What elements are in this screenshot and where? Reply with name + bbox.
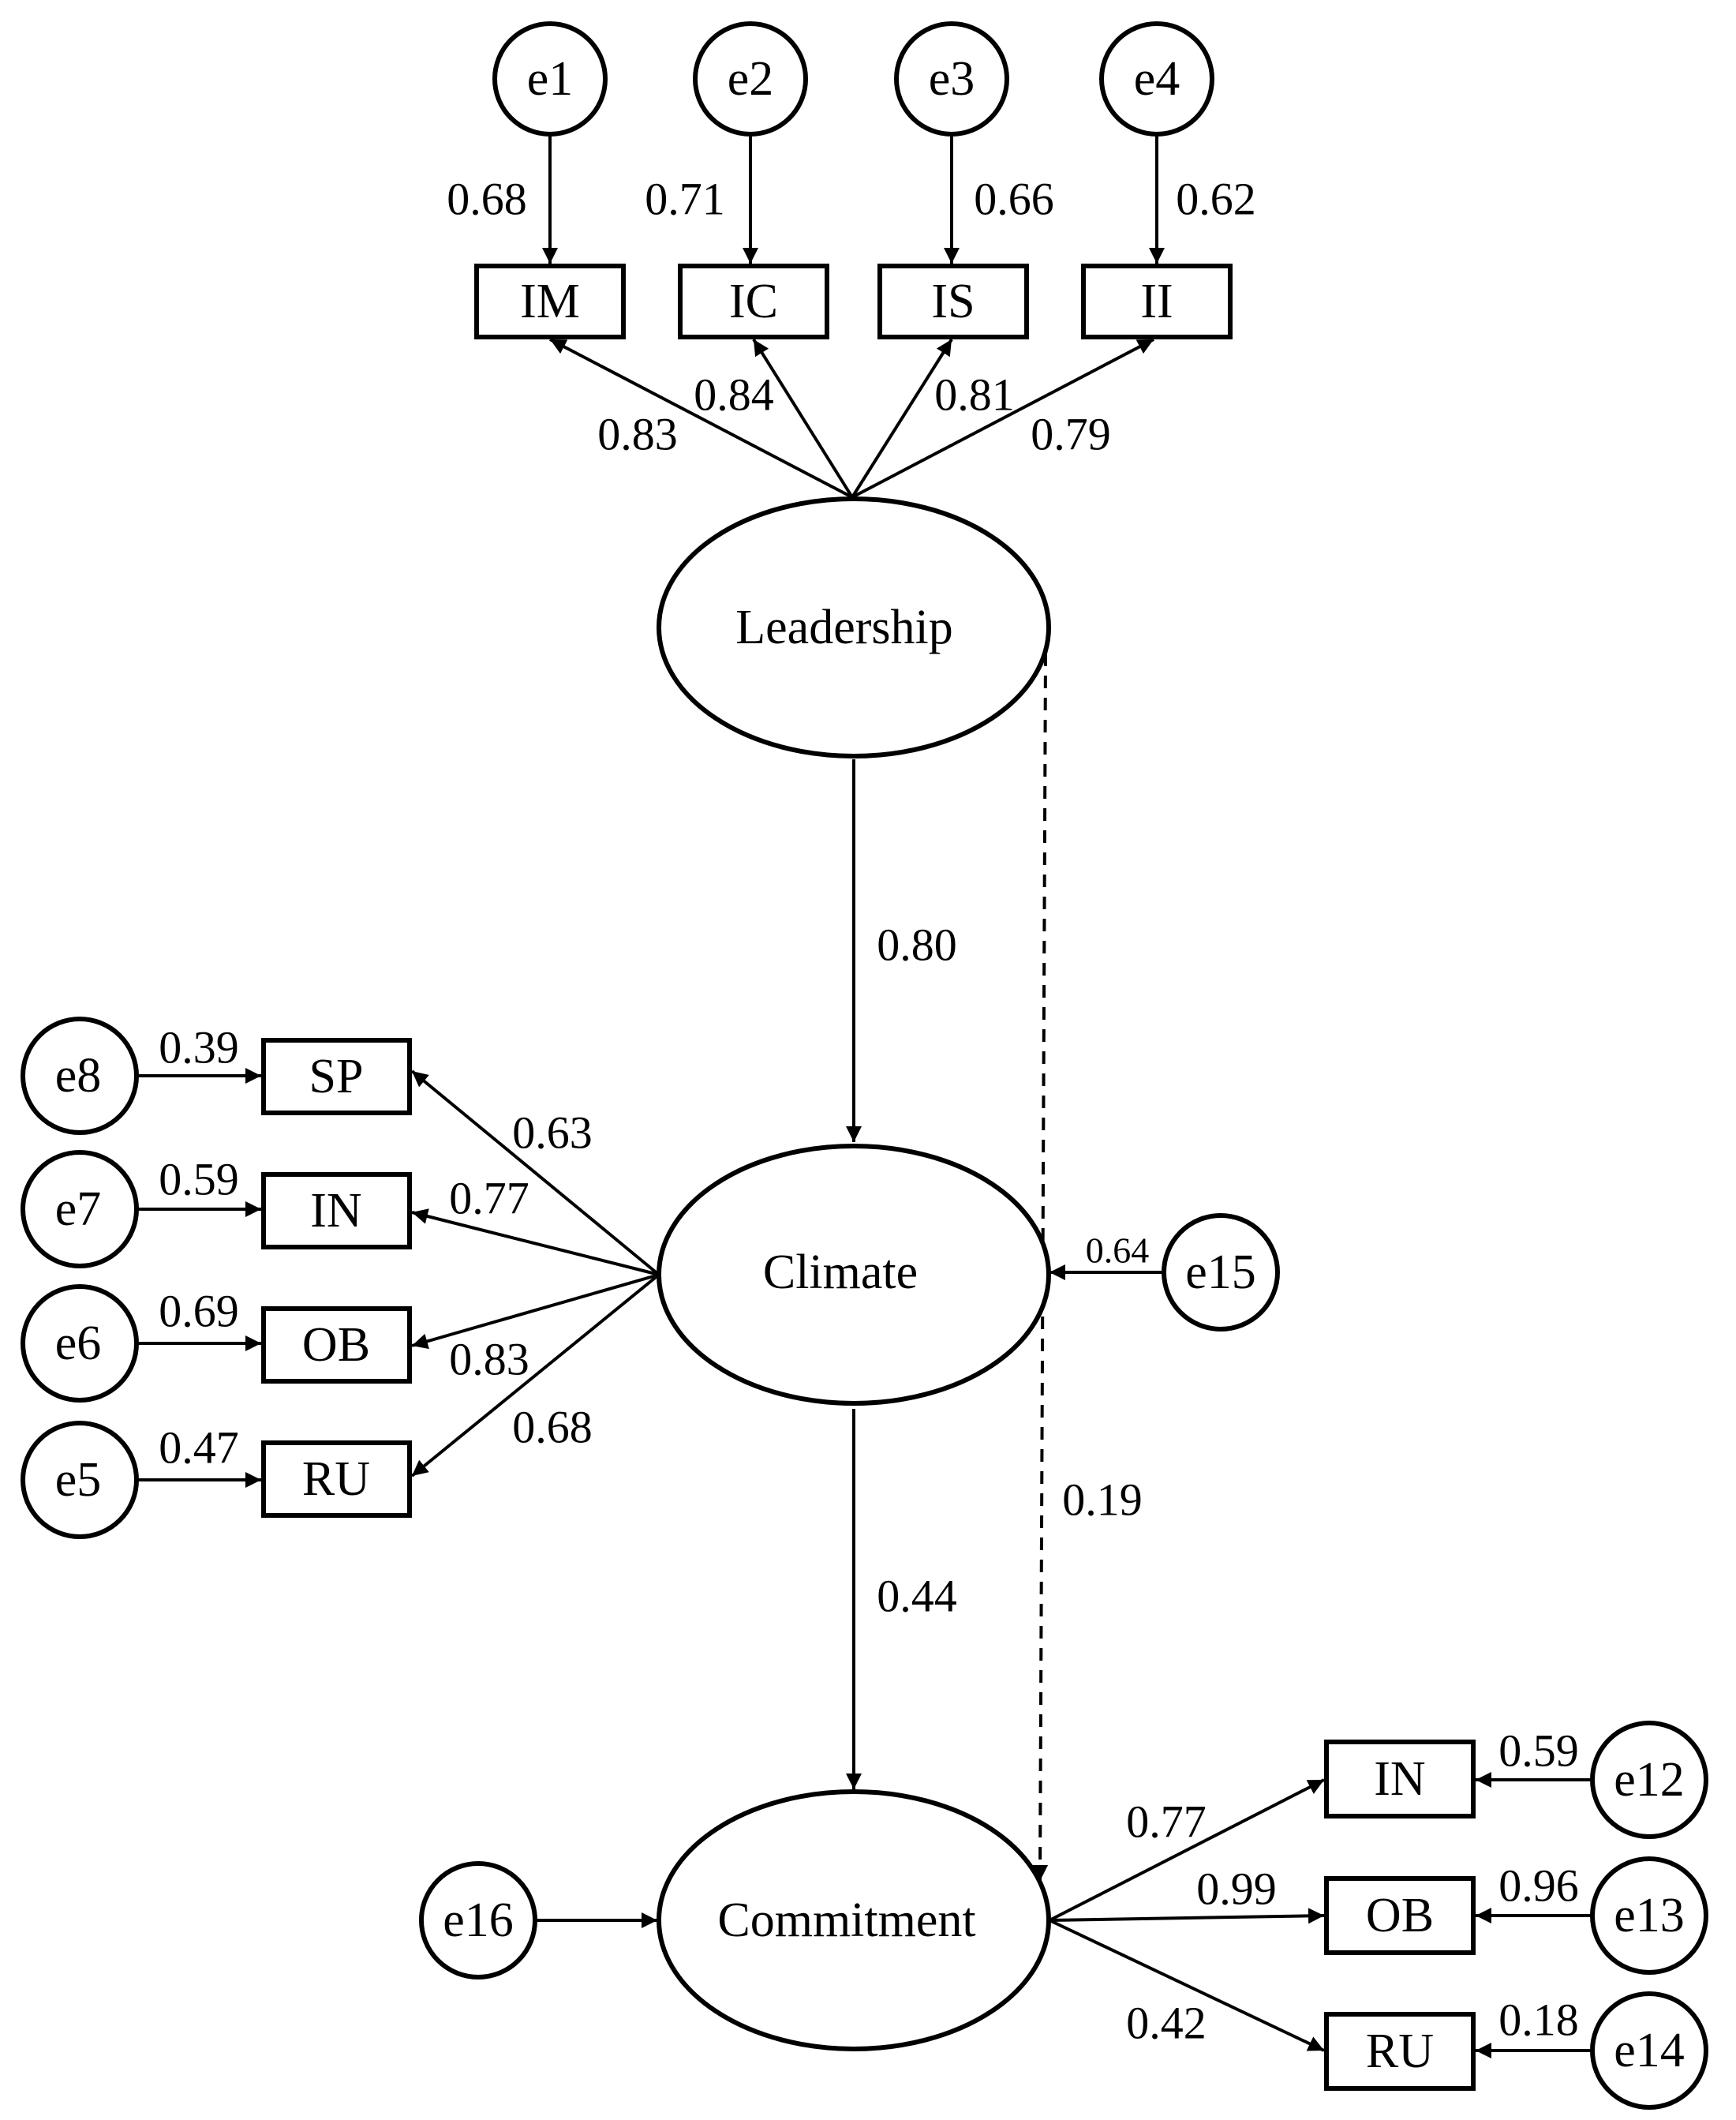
indicator-ob-climate-label: OB bbox=[302, 1318, 370, 1372]
edges bbox=[138, 134, 1592, 2058]
coef-e5-ru: 0.47 bbox=[159, 1422, 239, 1474]
edge-commit-ob bbox=[1049, 1908, 1325, 1924]
indicator-sp-label: SP bbox=[309, 1050, 364, 1103]
coef-commit-ob: 0.99 bbox=[1196, 1863, 1277, 1915]
coef-climate-commit: 0.44 bbox=[877, 1571, 957, 1622]
coef-lead-commit: 0.19 bbox=[1062, 1474, 1143, 1526]
error-e7-label: e7 bbox=[55, 1182, 102, 1236]
latent-climate: Climate bbox=[657, 1144, 1051, 1406]
coef-e3-is: 0.66 bbox=[974, 174, 1054, 225]
latent-leadership-label: Leadership bbox=[735, 601, 952, 654]
error-e5-label: e5 bbox=[55, 1453, 102, 1507]
coef-lead-is: 0.81 bbox=[934, 369, 1015, 421]
coef-lead-climate: 0.80 bbox=[877, 920, 957, 971]
edge-commit-in bbox=[1049, 1778, 1325, 1922]
error-e4-label: e4 bbox=[1134, 52, 1180, 106]
indicator-ii: II bbox=[1081, 264, 1233, 339]
coef-e15-climate: 0.64 bbox=[1086, 1230, 1150, 1271]
error-e2: e2 bbox=[693, 21, 808, 137]
error-e14: e14 bbox=[1590, 1991, 1708, 2110]
indicator-in-climate: IN bbox=[261, 1172, 412, 1249]
error-e14-label: e14 bbox=[1614, 2024, 1685, 2077]
indicator-in-commit-label: IN bbox=[1374, 1752, 1425, 1806]
error-e3: e3 bbox=[894, 21, 1009, 137]
indicator-is-label: IS bbox=[931, 275, 975, 328]
indicator-ru-climate-label: RU bbox=[302, 1452, 370, 1506]
coef-climate-ob: 0.83 bbox=[449, 1334, 529, 1385]
error-e4: e4 bbox=[1099, 21, 1214, 137]
error-e15-label: e15 bbox=[1185, 1245, 1256, 1299]
error-e2-label: e2 bbox=[728, 52, 774, 106]
latent-commitment-label: Commitment bbox=[717, 1893, 975, 1947]
indicator-ii-label: II bbox=[1140, 275, 1173, 328]
indicator-im-label: IM bbox=[520, 275, 580, 328]
indicator-ob-commit: OB bbox=[1324, 1876, 1476, 1955]
coef-e14-ru: 0.18 bbox=[1498, 1995, 1579, 2046]
error-e3-label: e3 bbox=[929, 52, 975, 106]
indicator-ob-climate: OB bbox=[261, 1306, 412, 1384]
indicator-ob-commit-label: OB bbox=[1366, 1889, 1434, 1942]
coefficient-labels: 0.68 0.71 0.66 0.62 0.83 0.84 0.81 0.79 … bbox=[159, 174, 1579, 2049]
indicator-ru-climate: RU bbox=[261, 1440, 412, 1518]
indicator-im: IM bbox=[474, 264, 626, 339]
error-e6: e6 bbox=[21, 1284, 139, 1403]
coef-lead-im: 0.83 bbox=[597, 409, 678, 460]
coef-commit-in: 0.77 bbox=[1126, 1796, 1207, 1848]
error-e7: e7 bbox=[21, 1150, 139, 1268]
coef-e1-im: 0.68 bbox=[447, 174, 527, 225]
coef-lead-ii: 0.79 bbox=[1031, 409, 1111, 460]
error-e8-label: e8 bbox=[55, 1049, 102, 1103]
coef-lead-ic: 0.84 bbox=[694, 369, 774, 421]
error-e1-label: e1 bbox=[527, 52, 574, 106]
coef-e7-in: 0.59 bbox=[159, 1154, 239, 1205]
error-e8: e8 bbox=[21, 1017, 139, 1135]
indicator-ru-commit: RU bbox=[1324, 2012, 1476, 2091]
coef-e13-ob: 0.96 bbox=[1498, 1860, 1579, 1912]
edge-climate-ob bbox=[411, 1273, 660, 1350]
edge-lead-ic bbox=[752, 338, 854, 499]
latent-leadership: Leadership bbox=[657, 496, 1051, 758]
edge-lead-ii bbox=[851, 338, 1154, 499]
edge-lead-commit bbox=[1032, 653, 1049, 1882]
error-e16-label: e16 bbox=[443, 1893, 514, 1947]
indicator-ru-commit-label: RU bbox=[1366, 2024, 1434, 2078]
coef-e2-ic: 0.71 bbox=[645, 174, 725, 225]
error-e6-label: e6 bbox=[55, 1317, 102, 1370]
edge-lead-im bbox=[549, 338, 853, 499]
error-e1: e1 bbox=[492, 21, 608, 137]
coef-climate-in: 0.77 bbox=[449, 1173, 529, 1224]
coef-e12-in: 0.59 bbox=[1498, 1725, 1579, 1777]
coef-commit-ru: 0.42 bbox=[1126, 1998, 1207, 2049]
coef-e4-ii: 0.62 bbox=[1176, 174, 1256, 225]
indicator-ic-label: IC bbox=[729, 275, 778, 328]
edge-climate-in bbox=[411, 1208, 660, 1276]
error-e12-label: e12 bbox=[1614, 1753, 1685, 1807]
indicator-in-climate-label: IN bbox=[310, 1184, 361, 1238]
indicator-in-commit: IN bbox=[1324, 1740, 1476, 1818]
coef-climate-ru: 0.68 bbox=[512, 1402, 593, 1453]
coef-e8-sp: 0.39 bbox=[159, 1022, 239, 1073]
indicator-sp: SP bbox=[261, 1038, 412, 1115]
coef-climate-sp: 0.63 bbox=[512, 1107, 593, 1159]
error-e5: e5 bbox=[21, 1421, 139, 1539]
error-e12: e12 bbox=[1590, 1721, 1708, 1839]
indicator-ic: IC bbox=[678, 264, 829, 339]
indicator-is: IS bbox=[877, 264, 1029, 339]
edge-climate-sp bbox=[410, 1069, 660, 1276]
error-e13-label: e13 bbox=[1614, 1889, 1685, 1942]
coef-e6-ob: 0.69 bbox=[159, 1286, 239, 1337]
error-e16: e16 bbox=[419, 1861, 537, 1980]
error-e15: e15 bbox=[1162, 1213, 1280, 1332]
latent-climate-label: Climate bbox=[763, 1245, 918, 1299]
edge-climate-ru bbox=[410, 1273, 660, 1478]
error-e13: e13 bbox=[1590, 1856, 1708, 1975]
latent-commitment: Commitment bbox=[657, 1789, 1051, 2051]
edge-lead-is bbox=[851, 338, 953, 499]
edge-commit-ru bbox=[1049, 1919, 1325, 2052]
